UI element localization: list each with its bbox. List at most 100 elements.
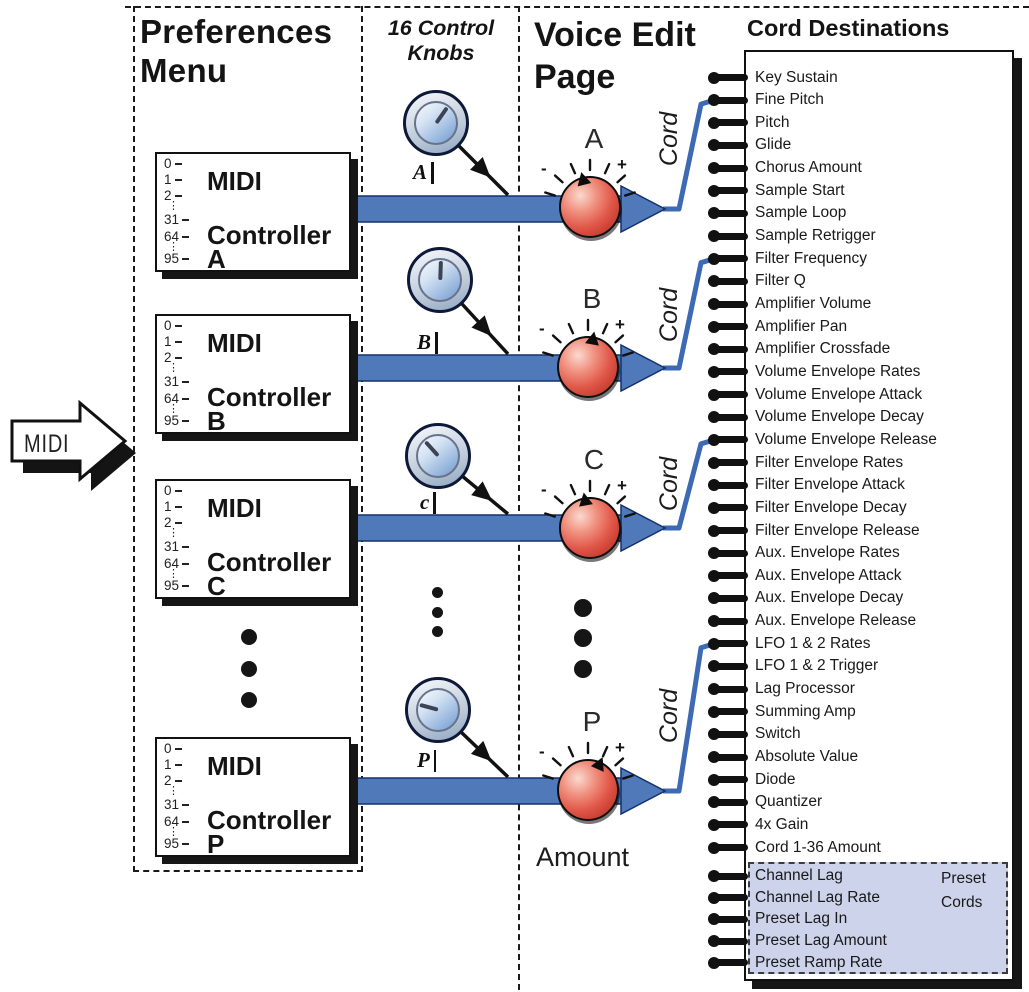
cord-destination-item: Sample Retrigger (755, 227, 876, 245)
scale-tick-dash (174, 341, 182, 343)
cord-destination-item: Cord 1-36 Amount (755, 838, 881, 856)
knob-label-bar-B (435, 332, 438, 354)
ellipsis-dots-knobs (431, 625, 443, 637)
amount-knob-ray (614, 334, 625, 344)
cord-label-P: Cord (655, 688, 683, 744)
scale-tick-2: 2 (164, 189, 182, 203)
amount-knob-pointer-B (585, 330, 602, 346)
control-knob-B (407, 247, 473, 313)
amount-knob-B (557, 330, 619, 398)
cord-destination-item: Volume Envelope Attack (755, 385, 923, 403)
cord-destination-item: Sample Loop (755, 204, 847, 222)
amount-knob-letter-P: P (582, 706, 602, 737)
knob-label-letter-A: A (413, 160, 428, 184)
amount-knob-ray (616, 495, 627, 505)
amount-knob-ray (567, 322, 575, 335)
cord-destination-item: 4x Gain (755, 815, 809, 833)
control-knobs-title: 16 Control Knobs (387, 16, 495, 65)
destination-pin (708, 139, 748, 152)
amount-knob-A (559, 170, 621, 238)
destination-pin (708, 569, 748, 582)
destination-pin (708, 818, 748, 831)
scale-tick-dash (182, 236, 190, 238)
scale-tick-value: 64 (164, 814, 180, 829)
scale-tick-value: 0 (164, 318, 172, 333)
scale-tick-value: 95 (164, 578, 180, 593)
scale-tick-31: 31 (164, 540, 190, 554)
cord-destination-item: Key Sustain (755, 68, 838, 86)
scale-tick-dash (182, 258, 190, 260)
scale-tick-dash (182, 420, 190, 422)
ellipsis-dots-controllers (241, 661, 257, 677)
amount-knob-ray (542, 774, 555, 780)
preset-cord-destination-item: Channel Lag (755, 867, 843, 884)
destination-pin (708, 230, 748, 243)
destination-pin (708, 501, 748, 514)
amount-knob-ray (544, 512, 557, 518)
amount-knob-ray (553, 495, 564, 505)
plus-sign-B: + (615, 315, 625, 334)
cord-destination-item: Filter Envelope Release (755, 521, 920, 539)
scale-tick-value: 31 (164, 374, 180, 389)
scale-tick-31: 31 (164, 798, 190, 812)
destination-pin (708, 615, 748, 628)
cord-destination-item: Filter Q (755, 272, 806, 290)
amount-knob-ray (551, 334, 562, 344)
amount-knob-ray (614, 757, 625, 767)
cord-destination-item: Filter Frequency (755, 249, 867, 267)
destination-pin (708, 637, 748, 650)
cord-destination-item: Filter Envelope Rates (755, 453, 904, 471)
scale-tick-value: 0 (164, 156, 172, 171)
amount-knob-ray (544, 191, 557, 197)
control-knob-face-P (416, 688, 460, 732)
destination-pin (708, 94, 748, 107)
scale-tick-1: 1 (164, 335, 182, 349)
scale-tick-value: 2 (164, 773, 172, 788)
ellipsis-dots-amount (574, 629, 592, 647)
amount-knob-pointer-C (576, 491, 593, 507)
destination-pin (708, 751, 748, 763)
amount-knob-letter-B: B (582, 283, 602, 314)
destination-pin (708, 660, 748, 673)
plus-sign-A: + (617, 155, 627, 174)
scale-tick-dash (182, 821, 190, 823)
destination-pin (708, 870, 748, 882)
destination-pin (708, 411, 748, 424)
destination-pin (708, 479, 748, 492)
cord-destinations-title: Cord Destinations (747, 15, 950, 41)
controller-box-line1-P: MIDI (207, 751, 262, 781)
amount-knob-ray (623, 191, 636, 197)
minus-sign-A: - (541, 159, 547, 178)
scale-tick-value: 0 (164, 483, 172, 498)
cord-destination-item: Summing Amp (755, 702, 856, 720)
cord-destination-item: Diode (755, 770, 796, 788)
destination-pin (708, 705, 748, 718)
ellipsis-dots-knobs (431, 586, 443, 598)
scale-tick-95: 95 (164, 837, 190, 851)
cord-destination-item: Pitch (755, 113, 790, 131)
amount-knob-pointer-wrap-A (555, 170, 625, 242)
knob-arrowhead-B (471, 315, 492, 337)
amount-knob-ray (551, 757, 562, 767)
destination-pin (708, 956, 748, 969)
scale-tick-value: 95 (164, 413, 180, 428)
cord-destination-item: Aux. Envelope Release (755, 612, 917, 630)
scale-tick-value: 2 (164, 350, 172, 365)
controller-box-letter-B: B (207, 406, 226, 436)
cord-destination-item: Switch (755, 725, 801, 743)
ellipsis-dots-controllers (241, 629, 257, 645)
scale-tick-value: 64 (164, 556, 180, 571)
scale-tick-31: 31 (164, 212, 190, 227)
amount-knob-pointer-wrap-C (556, 491, 623, 561)
scale-ellipsis: ⋮ (168, 362, 179, 374)
destination-pin (708, 71, 748, 84)
scale-tick-value: 2 (164, 188, 172, 203)
cord-destination-item: Volume Envelope Release (755, 430, 937, 448)
cord-destination-item: Amplifier Volume (755, 295, 872, 312)
destination-pin (708, 796, 748, 809)
scale-tick-value: 31 (164, 212, 180, 227)
scale-tick-dash (174, 506, 182, 508)
amount-knob-ray (553, 174, 564, 184)
amount-knob-ray (601, 745, 609, 758)
control-knob-face-C (416, 434, 460, 478)
